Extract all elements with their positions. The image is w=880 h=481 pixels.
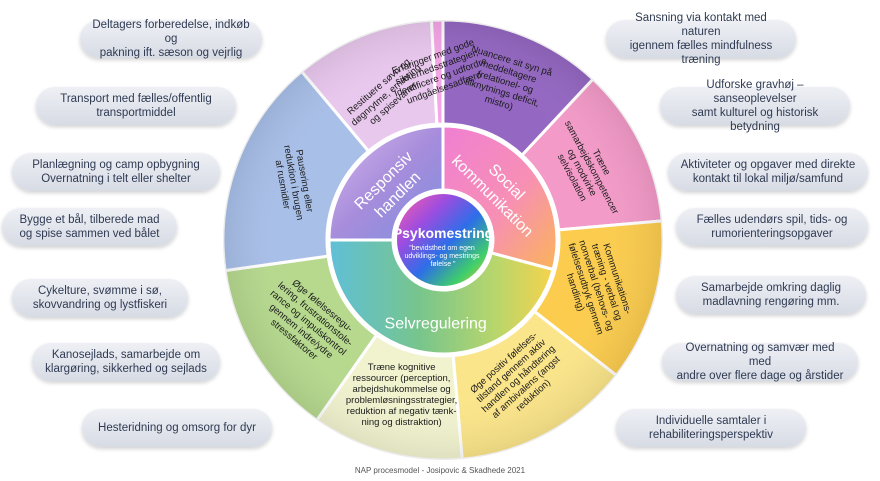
outer-label-line: reduktion af negativ tænk-: [347, 406, 457, 417]
outer-label-line: ressourcer (perception,: [353, 373, 451, 384]
left-activity-item: Transport med fælles/offentlig transport…: [36, 87, 236, 125]
right-activity-item: Overnatning og samvær med med andre over…: [662, 342, 858, 382]
left-activity-item: Planlægning og camp opbygning Overnatnin…: [12, 153, 220, 191]
center-circle: Psykomestring "bevidsthed om egen udvikl…: [393, 190, 493, 290]
center-title: Psykomestring: [393, 225, 493, 241]
left-activity-item: Kanosejlads, samarbejde om klargøring, s…: [32, 343, 220, 381]
right-activity-item: Fælles udendørs spil, tids- og rumorient…: [676, 208, 868, 246]
center-subtitle-line: udviklings- og mestrings: [404, 253, 480, 260]
outer-label-line: Træne kognitive: [368, 362, 436, 373]
left-activity-item: Bygge et bål, tilberede mad og spise sam…: [2, 208, 177, 246]
outer-label-line: arbejdshukommelse og: [352, 384, 450, 395]
svg-text:"bevidsthed om egen udvi: "bevidsthed om egen udviklings- og mestr…: [404, 245, 481, 268]
outer-label-line: ning og distraktion): [361, 417, 441, 428]
center-subtitle-line: følelse ": [430, 261, 456, 268]
left-activity-item: Cykelture, svømme i sø, skovvandring og …: [12, 279, 188, 317]
right-activity-item: Aktiviteter og opgaver med direkte konta…: [668, 153, 868, 191]
center-subtitle-line: "bevidsthed om egen: [409, 245, 475, 252]
outer-label-line: problemløsningsstrategier,: [346, 395, 457, 406]
inner-segment-label-selvregulering: Selvregulering: [385, 316, 487, 333]
right-activity-item: Samarbejde omkring daglig madlavning ren…: [676, 276, 866, 314]
inner-ring: [327, 124, 559, 356]
footer-credit: NAP procesmodel - Josipovic & Skadhede 2…: [354, 466, 526, 475]
inner-label-line: Selvregulering: [385, 316, 487, 333]
